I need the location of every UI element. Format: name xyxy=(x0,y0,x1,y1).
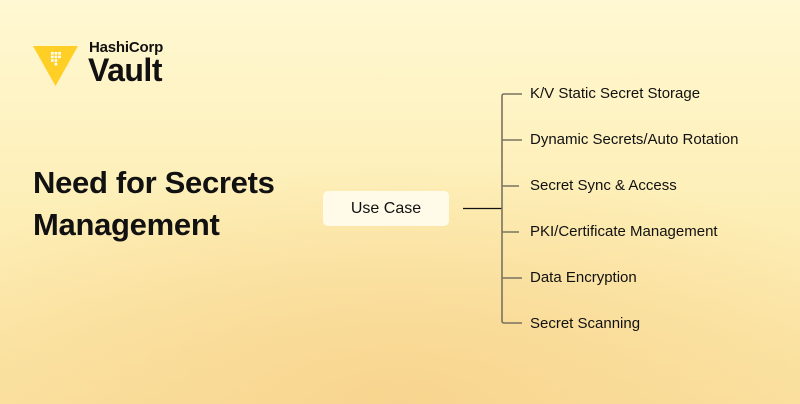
brand-company: HashiCorp xyxy=(89,39,164,56)
use-case-item: Dynamic Secrets/Auto Rotation xyxy=(530,131,739,148)
use-case-item: Secret Scanning xyxy=(530,315,641,332)
brand-product: Vault xyxy=(88,52,162,88)
use-case-item: Data Encryption xyxy=(530,269,637,286)
vault-logo-icon xyxy=(33,46,78,86)
use-case-label: Use Case xyxy=(350,199,422,217)
use-case-node: Use Case xyxy=(323,191,449,226)
title-line-2: Management xyxy=(33,207,220,242)
use-case-item: PKI/Certificate Management xyxy=(530,223,718,240)
trunk-line xyxy=(501,93,522,324)
use-case-item: Secret Sync & Access xyxy=(530,177,677,194)
title-line-1: Need for Secrets xyxy=(33,165,275,200)
use-case-item: K/V Static Secret Storage xyxy=(530,85,701,102)
page-title: Need for Secrets Management xyxy=(33,162,275,246)
